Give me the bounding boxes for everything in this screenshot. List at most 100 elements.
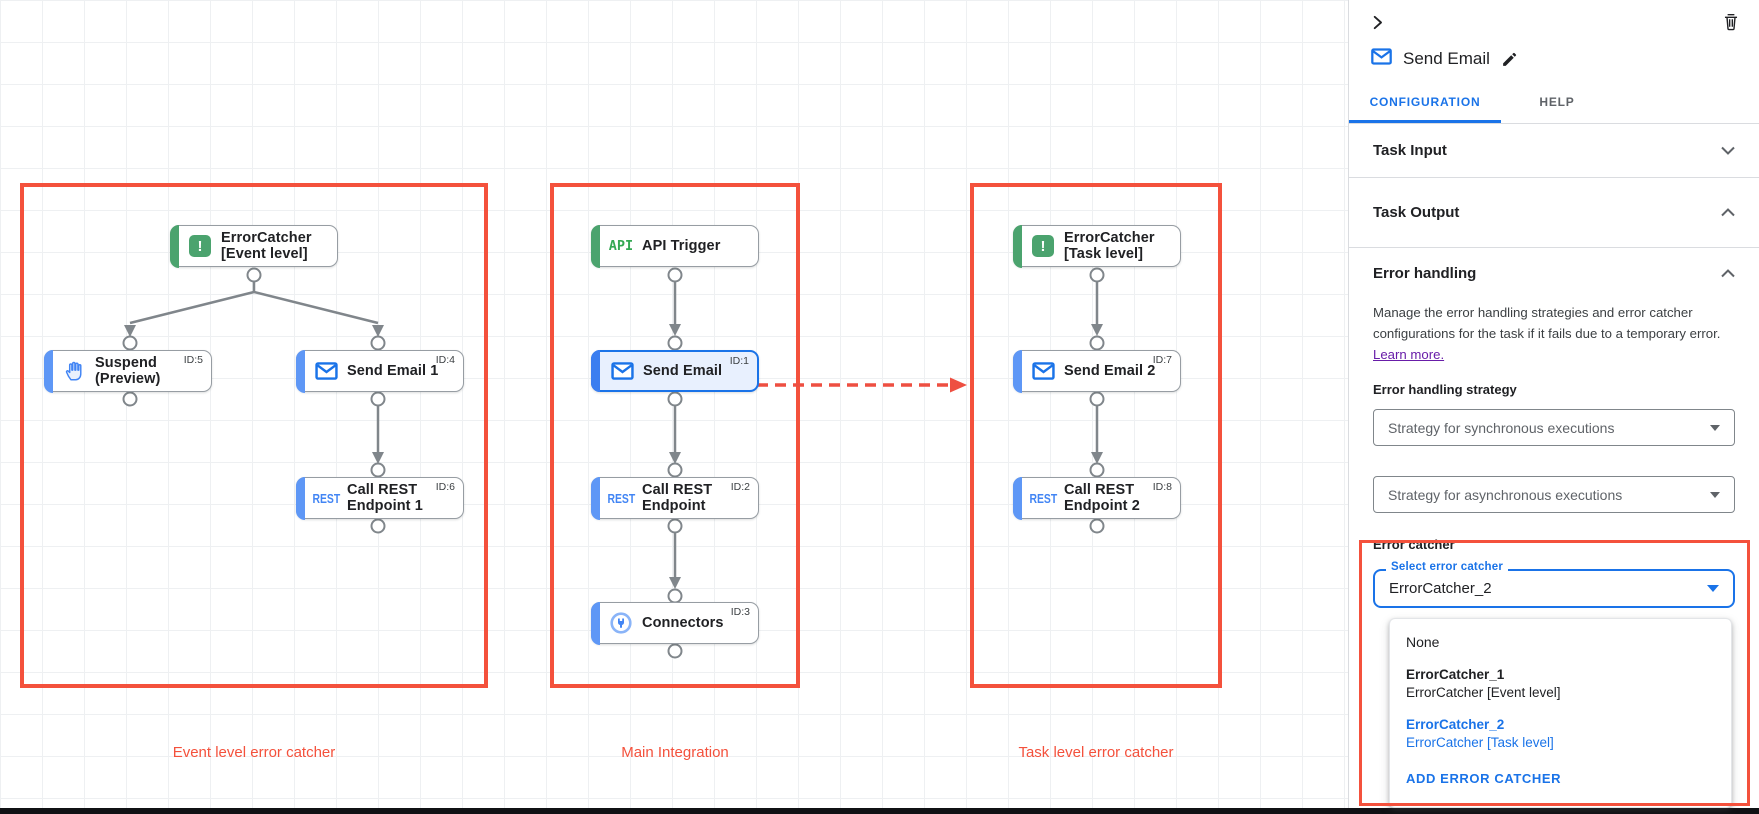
tab-help[interactable]: HELP [1539,95,1575,109]
collapse-panel-chevron-right-icon[interactable] [1369,14,1386,31]
delete-task-trash-icon[interactable] [1723,13,1739,31]
connection-point[interactable] [667,588,683,604]
node-accent [1012,349,1022,393]
node-id: ID:8 [1152,481,1172,493]
node-label: Call REST [642,482,713,498]
connection-point[interactable] [370,391,386,407]
learn-more-link[interactable]: Learn more. [1373,347,1445,362]
node-id: ID:3 [730,606,750,618]
flow-edges [122,254,1105,659]
option-name: ErrorCatcher_2 [1406,717,1505,732]
annotation-box-task-level [970,183,1222,688]
error-catcher-select-value: ErrorCatcher_2 [1389,580,1492,597]
task-title: Send Email [1403,49,1490,68]
connection-point[interactable] [1089,518,1105,534]
api-icon: API [608,238,634,254]
chevron-up-icon [1721,265,1735,282]
connection-point[interactable] [667,391,683,407]
node-label: ErrorCatcher [1064,230,1155,246]
async-strategy-placeholder: Strategy for asynchronous executions [1388,486,1623,503]
select-error-catcher-floating-label: Select error catcher [1386,561,1509,573]
panel-tabs: CONFIGURATION HELP [1349,85,1759,124]
flow-label-main-integration: Main Integration [621,744,729,761]
node-label: Send Email [643,363,723,379]
node-label: API Trigger [642,238,721,254]
error-handling-body: Manage the error handling strategies and… [1349,298,1759,608]
email-icon [1371,48,1392,70]
rest-icon: REST [607,490,635,506]
section-task-output[interactable]: Task Output [1349,178,1759,248]
node-id: ID:1 [729,355,749,367]
chevron-down-icon [1721,142,1735,159]
error-link-dashed-arrow [757,377,967,393]
node-suspend[interactable]: Suspend(Preview) ID:5 [43,349,212,393]
connection-point[interactable] [246,267,262,283]
connection-point[interactable] [1089,335,1105,351]
connection-point[interactable] [370,518,386,534]
tab-configuration[interactable]: CONFIGURATION [1349,85,1501,123]
connection-point[interactable] [667,643,683,659]
screenshot-bottom-border [0,808,1759,814]
node-accent [1012,476,1022,520]
sync-strategy-select[interactable]: Strategy for synchronous executions [1373,409,1735,446]
node-accent [295,476,305,520]
connection-point[interactable] [667,335,683,351]
dropdown-arrow-icon [1707,585,1719,592]
node-send-email-selected[interactable]: Send Email ID:1 [591,350,759,392]
node-label: Call REST [1064,482,1135,498]
flow-label-task-level: Task level error catcher [1018,744,1174,761]
error-catcher-select[interactable]: Select error catcher ErrorCatcher_2 [1373,561,1735,608]
node-label: Connectors [642,615,724,631]
flow-label-event-level: Event level error catcher [172,744,336,761]
connection-point[interactable] [667,462,683,478]
connection-point[interactable] [1089,462,1105,478]
node-label-2: [Event level] [221,246,308,262]
node-error-catcher-event[interactable]: ! ErrorCatcher[Event level] [169,224,338,268]
suspend-hand-icon [53,360,95,382]
sync-strategy-placeholder: Strategy for synchronous executions [1388,419,1615,436]
menu-option-errorcatcher-1[interactable]: ErrorCatcher_1 ErrorCatcher [Event level… [1390,659,1731,709]
node-accent [1012,224,1022,268]
connection-point[interactable] [122,391,138,407]
connection-point[interactable] [370,335,386,351]
connection-point[interactable] [122,335,138,351]
connection-point[interactable] [1089,267,1105,283]
node-api-trigger[interactable]: API API Trigger [590,224,759,268]
flow-canvas[interactable]: ! ErrorCatcher[Event level] Suspend(Prev… [0,0,1348,814]
add-error-catcher-button[interactable]: ADD ERROR CATCHER [1406,771,1562,786]
section-error-handling[interactable]: Error handling [1349,248,1759,298]
edit-task-name-pencil-icon[interactable] [1501,51,1518,68]
email-icon [601,362,643,380]
node-error-catcher-task[interactable]: ! ErrorCatcher[Task level] [1012,224,1181,268]
option-description: ErrorCatcher [Event level] [1406,685,1561,700]
dropdown-arrow-icon [1710,491,1720,498]
node-send-email-2[interactable]: Send Email 2 ID:7 [1012,349,1181,393]
section-task-input[interactable]: Task Input [1349,124,1759,178]
connection-point[interactable] [667,518,683,534]
annotation-box-event-level [20,183,488,688]
node-accent [43,349,53,393]
error-catcher-icon: ! [1022,235,1064,257]
rest-icon: REST [312,490,340,506]
task-title-row: Send Email [1349,31,1759,70]
node-accent [590,601,600,645]
async-strategy-select[interactable]: Strategy for asynchronous executions [1373,476,1735,513]
section-label: Task Input [1373,142,1447,159]
menu-option-none[interactable]: None [1406,634,1440,650]
node-label: ErrorCatcher [221,230,312,246]
node-label: Send Email 1 [347,363,439,379]
node-id: ID:2 [730,481,750,493]
menu-option-errorcatcher-2[interactable]: ErrorCatcher_2 ErrorCatcher [Task level] [1390,709,1731,759]
node-connectors[interactable]: Connectors ID:3 [590,601,759,645]
node-label-2: Endpoint 1 [347,498,423,514]
option-description: ErrorCatcher [Task level] [1406,735,1554,750]
error-handling-strategy-label: Error handling strategy [1373,382,1517,397]
node-send-email-1[interactable]: Send Email 1 ID:4 [295,349,464,393]
annotation-box-main-integration [550,183,800,688]
connection-point[interactable] [667,267,683,283]
connection-point[interactable] [1089,391,1105,407]
connection-point[interactable] [370,462,386,478]
